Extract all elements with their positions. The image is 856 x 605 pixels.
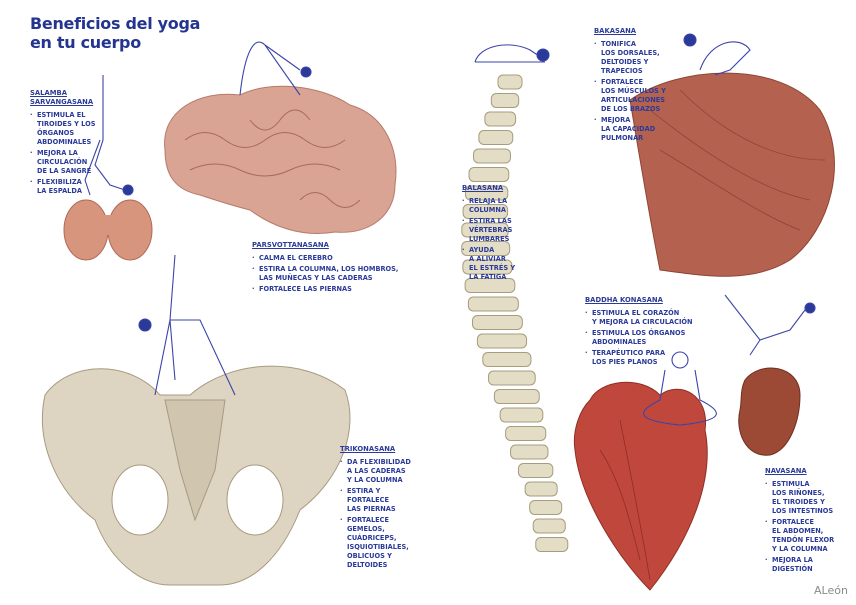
vertebra: [484, 111, 517, 127]
benefit: Flexibiliza la espalda: [30, 178, 105, 196]
figure-bakasana: [699, 41, 751, 76]
benefit: Fortalece el abdomen, tendón flexor y la…: [765, 518, 845, 554]
pose-heading: Salamba Sarvangasana: [30, 89, 94, 106]
pose-heading: Navasana: [765, 467, 807, 475]
vertebra: [493, 389, 540, 404]
pose-block-salamba-sarvangasana: Salamba Sarvangasana Estimula el tiroide…: [30, 89, 105, 198]
vertebra: [510, 444, 549, 460]
pose-block-balasana: Balasana Relaja la columnaEstira las vér…: [462, 184, 522, 284]
vertebra: [505, 426, 547, 441]
pose-heading: Trikonasana: [340, 445, 396, 453]
vertebra: [529, 500, 563, 515]
vertebra: [478, 130, 514, 145]
figure-balasana: [474, 44, 546, 63]
heart-illustration: [573, 381, 708, 591]
benefit: Estira la columna, los hombros, las muñe…: [252, 265, 402, 283]
benefit: Tonifica los dorsales, deltoides y trape…: [594, 40, 674, 76]
benefit: Calma el cerebro: [252, 254, 402, 263]
benefit: Fortalece gemelos, cuádriceps, isquiotib…: [340, 516, 420, 570]
figure-baddha-konasana: [643, 369, 717, 426]
vertebra: [524, 481, 558, 497]
benefit: Mejora la digestión: [765, 556, 845, 574]
vertebra: [467, 296, 519, 312]
pose-block-navasana: Navasana Estimula los riñones, el tiroid…: [765, 467, 845, 576]
kidney-illustration: [738, 367, 801, 456]
vertebra: [517, 463, 554, 478]
pose-block-baddha-konasana: Baddha Konasana Estimula el corazón y me…: [585, 296, 695, 369]
benefit: Estimula el corazón y mejora la circulac…: [585, 309, 695, 327]
vertebra: [497, 74, 523, 90]
benefit: Terapéutico para los pies planos: [585, 349, 695, 367]
benefit: Mejora la circulación de la sangre: [30, 149, 105, 176]
vertebra: [476, 333, 528, 349]
benefit: Relaja la columna: [462, 197, 522, 215]
benefit: Fortalece las piernas: [252, 285, 402, 294]
vertebra: [499, 407, 544, 423]
vertebra: [490, 93, 520, 108]
vertebra: [472, 315, 523, 330]
benefit: Da flexibilidad a las caderas y la colum…: [340, 458, 420, 485]
pelvis-illustration: [41, 365, 351, 586]
brain-illustration: [164, 85, 397, 234]
benefit: Estira y fortalece las piernas: [340, 487, 420, 514]
pose-heading: Parsvottanasana: [252, 241, 329, 249]
pose-heading: Balasana: [462, 184, 504, 192]
figure-trikonasana: [154, 254, 236, 396]
vertebra: [473, 148, 511, 164]
pose-block-bakasana: Bakasana Tonifica los dorsales, deltoide…: [594, 27, 674, 145]
figure-navasana: [724, 294, 806, 356]
vertebra: [532, 518, 566, 534]
spine-illustration: [461, 74, 569, 552]
shoulder-muscle-illustration: [629, 72, 835, 277]
vertebra: [468, 167, 510, 182]
artist-signature: ALeón: [814, 584, 848, 597]
pose-heading: Baddha Konasana: [585, 296, 663, 304]
title-line-2: en tu cuerpo: [30, 33, 141, 52]
page-title: Beneficios del yoga en tu cuerpo: [30, 14, 200, 52]
thyroid-illustration: [63, 199, 153, 261]
vertebra: [482, 352, 532, 367]
benefit: Estimula los órganos abdominales: [585, 329, 695, 347]
benefit: Mejora la capacidad pulmonar: [594, 116, 674, 143]
pose-block-trikonasana: Trikonasana Da flexibilidad a las cadera…: [340, 445, 420, 572]
vertebra: [535, 537, 569, 552]
vertebra: [488, 370, 536, 386]
pose-heading: Bakasana: [594, 27, 637, 35]
benefit: Fortalece los músculos y articulaciones …: [594, 78, 674, 114]
figure-parsvottanasana: [239, 41, 301, 96]
title-line-1: Beneficios del yoga: [30, 14, 201, 33]
pose-block-parsvottanasana: Parsvottanasana Calma el cerebroEstira l…: [252, 241, 402, 296]
benefit: Estimula los riñones, el tiroides y los …: [765, 480, 845, 516]
benefit: Estira las vértebras lumbares: [462, 217, 522, 244]
benefit: Estimula el tiroides y los órganos abdom…: [30, 111, 105, 147]
benefit: Ayuda a aliviar el estrés y la fatiga: [462, 246, 522, 282]
